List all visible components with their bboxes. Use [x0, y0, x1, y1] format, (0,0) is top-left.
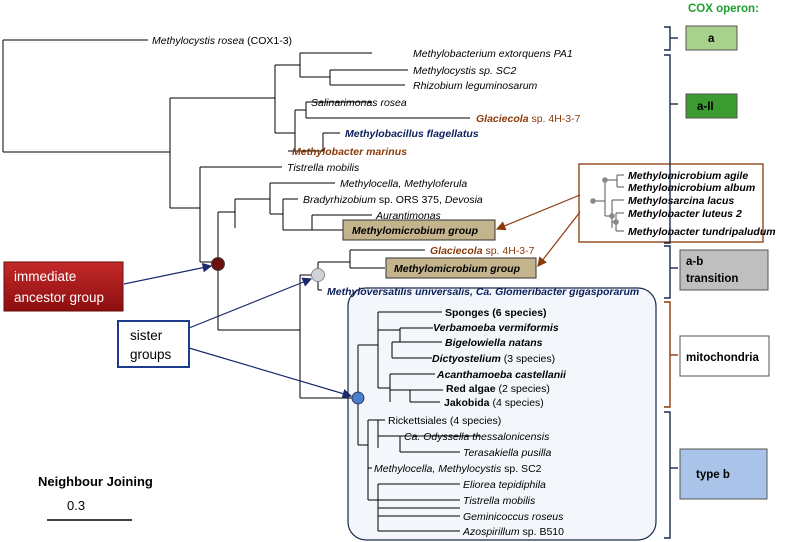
- svg-text:Methylomicrobium group: Methylomicrobium group: [394, 263, 521, 275]
- svg-text:type b: type b: [696, 469, 730, 481]
- taxon-glaciecola-1: Glaciecola sp. 4H-3-7: [476, 113, 581, 125]
- taxon-methylocella-1: Methylocella, Methyloferula: [340, 178, 467, 190]
- taxon-rickettsiales: Rickettsiales (4 species): [388, 415, 501, 427]
- methylomicrobium-group-box-1: Methylomicrobium group: [342, 219, 496, 241]
- sister-callout: sister groups: [117, 320, 190, 368]
- taxon-tistrella-1: Tistrella mobilis: [287, 162, 360, 174]
- methylomicrobium-group-box-2: Methylomicrobium group: [385, 257, 537, 279]
- cox-operon-header: COX operon:: [688, 3, 759, 15]
- inset-item-4: Methylobacter luteus 2: [628, 208, 742, 220]
- svg-text:a: a: [708, 33, 715, 45]
- taxon-geminicoccus: Geminicoccus roseus: [463, 511, 564, 523]
- svg-text:mitochondria: mitochondria: [686, 352, 759, 364]
- operon-box-a: a: [685, 25, 738, 51]
- ancestor-node-marker: [211, 257, 225, 271]
- taxon-aurantimonas: Aurantimonas: [375, 210, 442, 222]
- operon-brackets: [664, 26, 678, 539]
- taxon-verbamoeba: Verbamoeba vermiformis: [433, 322, 559, 334]
- taxon-labels: Methylocystis rosea (COX1-3) Methylobact…: [152, 35, 639, 298]
- taxon-terasakiella: Terasakiella pusilla: [463, 447, 551, 459]
- svg-text:immediate: immediate: [14, 269, 76, 284]
- taxon-red-algae: Red algae (2 species): [446, 383, 550, 395]
- taxon-glaciecola-2: Glaciecola sp. 4H-3-7: [430, 245, 535, 257]
- taxon-tistrella-2: Tistrella mobilis: [463, 495, 536, 507]
- methylomicrobium-inset: Methylomicrobium agile Methylomicrobium …: [578, 163, 776, 243]
- taxon-jakobida: Jakobida (4 species): [444, 397, 544, 409]
- taxon-methylocystis-sc2: Methylocystis sp. SC2: [413, 65, 516, 77]
- inset-item-2: Methylomicrobium album: [628, 182, 755, 194]
- taxon-dictyostelium: Dictyostelium (3 species): [432, 353, 555, 365]
- mito-node-marker: [351, 391, 365, 405]
- taxon-methylobacillus: Methylobacillus flagellatus: [345, 128, 479, 140]
- taxon-sponges: Sponges (6 species): [445, 307, 547, 319]
- operon-box-a-ii: a-II: [685, 93, 738, 119]
- svg-text:groups: groups: [130, 347, 172, 362]
- sister-arrow-2: [188, 347, 353, 399]
- sister-arrow-1: [188, 277, 313, 329]
- svg-text:a-II: a-II: [697, 101, 714, 113]
- ancestor-arrow: [123, 263, 213, 285]
- typeb-labels: Rickettsiales (4 species) Ca. Odyssella …: [374, 415, 564, 538]
- taxon-methylobacterium: Methylobacterium extorquens PA1: [413, 48, 573, 60]
- inset-item-3: Methylosarcina lacus: [628, 195, 734, 207]
- method-label: Neighbour Joining: [38, 474, 153, 489]
- operon-box-typeb: type b: [679, 448, 768, 500]
- inset-arrow-1: [495, 194, 581, 231]
- taxon-odyssella: Ca. Odyssella thessalonicensis: [404, 431, 550, 443]
- svg-text:a-b: a-b: [686, 256, 703, 268]
- tree-branches: [2, 39, 480, 509]
- taxon-azospirillum: Azospirillum sp. B510: [462, 526, 564, 538]
- taxon-methyloversatilis: Methyloversatilis universalis, Ca. Glome…: [327, 286, 639, 298]
- svg-text:Methylomicrobium group: Methylomicrobium group: [352, 225, 479, 237]
- taxon-bigelowiella: Bigelowiella natans: [445, 337, 543, 349]
- ancestor-callout: immediate ancestor group: [3, 261, 124, 312]
- taxon-acanthamoeba: Acanthamoeba castellanii: [436, 369, 567, 381]
- svg-text:transition: transition: [686, 273, 738, 285]
- operon-box-ab-transition: a-b transition: [679, 249, 769, 291]
- svg-text:sister: sister: [130, 328, 163, 343]
- mito-typeb-panel: [347, 287, 657, 541]
- taxon-salinarimonas: Salinarimonas rosea: [311, 97, 407, 109]
- inset-item-5: Methylobacter tundripaludum: [628, 226, 776, 238]
- inset-item-1: Methylomicrobium agile: [628, 170, 748, 182]
- taxon-eliorea: Eliorea tepidiphila: [463, 479, 546, 491]
- typeb-extra-branches: [377, 508, 460, 532]
- taxon-methylocella-2: Methylocella, Methylocystis sp. SC2: [374, 463, 542, 475]
- operon-box-mitochondria: mitochondria: [679, 335, 770, 377]
- mitochondria-labels: Sponges (6 species) Verbamoeba vermiform…: [432, 307, 567, 409]
- svg-text:ancestor group: ancestor group: [14, 290, 104, 305]
- inset-arrow-2: [537, 211, 581, 267]
- taxon-bradyrhizobium: Bradyrhizobium sp. ORS 375, Devosia: [303, 194, 483, 206]
- taxon-methylocystis-rosea: Methylocystis rosea (COX1-3): [152, 35, 292, 47]
- scale-value: 0.3: [67, 498, 85, 513]
- transition-node-marker: [311, 268, 325, 282]
- taxon-rhizobium: Rhizobium leguminosarum: [413, 80, 538, 92]
- taxon-methylobacter-marinus: Methylobacter marinus: [292, 146, 407, 158]
